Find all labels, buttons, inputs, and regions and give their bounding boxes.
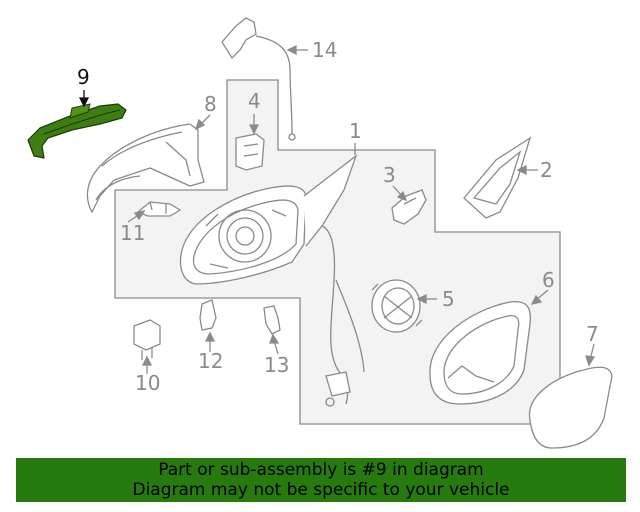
part-12-retainer-clip[interactable] <box>199 299 217 331</box>
callout-8[interactable]: 8 <box>204 92 217 116</box>
banner-line-1: Part or sub-assembly is #9 in diagram <box>158 460 484 480</box>
info-banner: Part or sub-assembly is #9 in diagram Di… <box>16 458 626 502</box>
part-4-motor[interactable] <box>235 133 265 171</box>
callout-2[interactable]: 2 <box>540 158 553 182</box>
callout-3[interactable]: 3 <box>383 163 396 187</box>
part-8-mirror-cap[interactable] <box>86 123 205 214</box>
part-11-bracket[interactable] <box>136 201 182 217</box>
part-5-adjuster-motor[interactable] <box>371 279 423 333</box>
callout-10[interactable]: 10 <box>135 371 160 395</box>
banner-line-2: Diagram may not be specific to your vehi… <box>132 480 510 500</box>
part-1-mirror-housing[interactable] <box>179 154 365 407</box>
part-10-connector[interactable] <box>133 319 161 360</box>
parts-diagram: 1 2 3 4 5 6 7 8 9 10 11 12 13 14 <box>27 17 613 449</box>
part-9-turn-signal[interactable] <box>27 103 127 159</box>
part-2-trim-cover[interactable] <box>463 136 532 219</box>
leader-line-9 <box>78 90 90 108</box>
callout-5[interactable]: 5 <box>442 287 455 311</box>
callout-7[interactable]: 7 <box>586 322 599 346</box>
callout-4[interactable]: 4 <box>248 89 261 113</box>
callout-6[interactable]: 6 <box>542 268 555 292</box>
part-13-retainer-clip[interactable] <box>263 305 281 335</box>
part-6-glass-holder[interactable] <box>429 300 532 405</box>
callout-13[interactable]: 13 <box>264 353 289 377</box>
leader-lines <box>127 44 596 374</box>
part-7-mirror-glass[interactable] <box>528 366 613 449</box>
callout-9[interactable]: 9 <box>77 65 90 89</box>
callout-14[interactable]: 14 <box>312 38 337 62</box>
part-14-wiring-harness[interactable] <box>221 17 296 141</box>
callout-1[interactable]: 1 <box>349 119 362 143</box>
callout-11[interactable]: 11 <box>120 221 145 245</box>
part-3-clip[interactable] <box>391 189 427 225</box>
callout-12[interactable]: 12 <box>198 349 223 373</box>
